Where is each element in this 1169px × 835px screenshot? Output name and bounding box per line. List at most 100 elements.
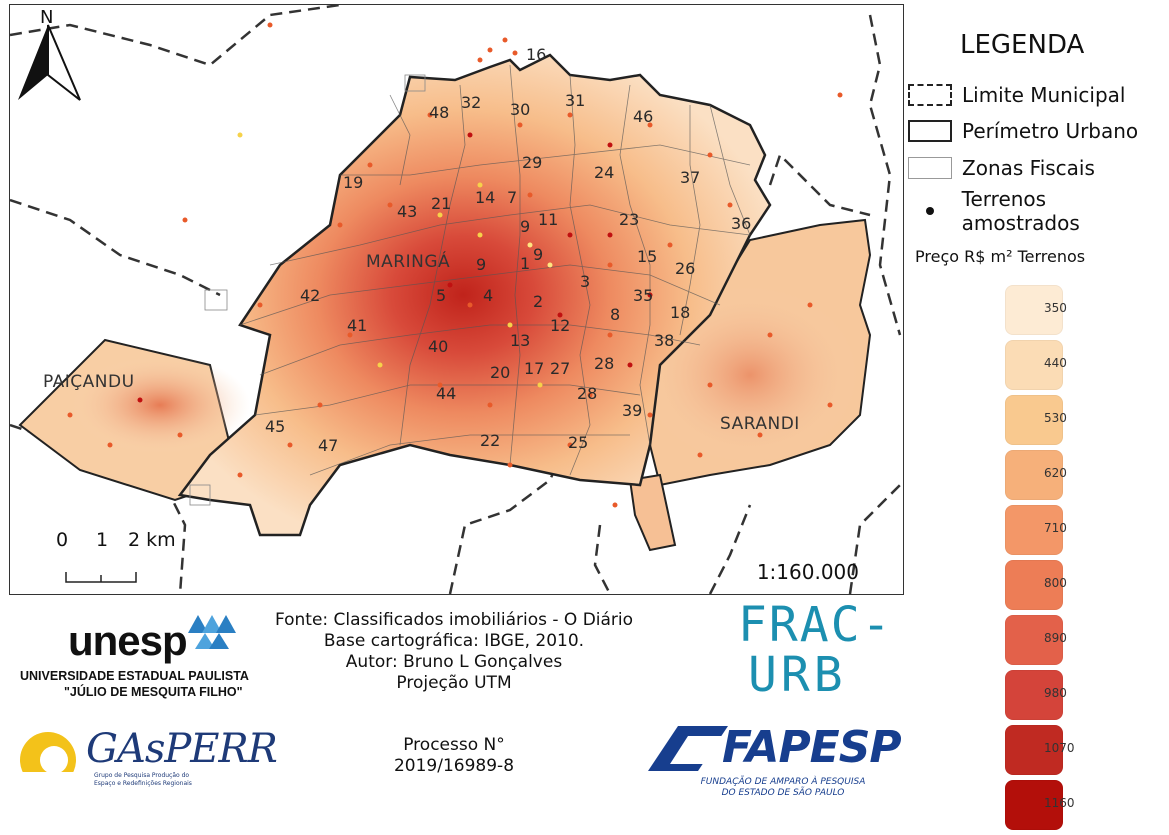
zone-label: 18: [670, 303, 690, 322]
gasperr-sun-icon: [14, 732, 94, 792]
city-label-sarandi: SARANDI: [720, 414, 800, 434]
legend-label: Perímetro Urbano: [962, 119, 1139, 143]
map-frame[interactable]: 16 32 30 31 48 46 29 24 37 19 21 14 7 43…: [9, 4, 904, 595]
maringa-urban-perimeter: [177, 53, 772, 537]
zone-label: 24: [594, 163, 614, 182]
ramp-value: 800: [1044, 576, 1067, 590]
zone-label: 12: [550, 316, 570, 335]
zone-label: 31: [565, 91, 585, 110]
zone-label: 21: [431, 194, 451, 213]
zone-label: 29: [522, 153, 542, 172]
gasperr-logo: GAsPERR Grupo de Pesquisa Produção do Es…: [14, 722, 278, 792]
ramp-value: 710: [1044, 521, 1067, 535]
municipal-boundaries: [10, 5, 902, 594]
zone-label: 9: [520, 217, 530, 236]
zone-label: 23: [619, 210, 639, 229]
zone-label: 36: [731, 214, 751, 233]
scale-label-0: 0: [56, 529, 69, 551]
ramp-value: 1160: [1044, 796, 1075, 810]
legend-item-urban-perimeter: Perímetro Urbano: [908, 118, 1138, 144]
north-arrow-icon: N: [18, 7, 81, 101]
process-value: 2019/16989-8: [393, 756, 515, 776]
legend-title: LEGENDA: [960, 30, 1085, 60]
zone-label: 28: [577, 384, 597, 403]
zone-label: 30: [510, 100, 530, 119]
ramp-value: 620: [1044, 466, 1067, 480]
scale-ratio: 1:160.000: [756, 560, 859, 584]
credit-base: Base cartográfica: IBGE, 2010.: [323, 631, 585, 651]
zone-label: 28: [594, 354, 614, 373]
legend-item-sampled-lots: Terrenos amostrados: [908, 187, 1169, 235]
zone-label: 8: [610, 305, 620, 324]
legend-item-municipal-limit: Limite Municipal: [908, 82, 1125, 108]
ramp-title: Preço R$ m² Terrenos: [915, 247, 1086, 266]
zone-label: 44: [436, 384, 456, 403]
zone-label: 40: [428, 337, 448, 356]
zone-label: 15: [637, 247, 657, 266]
zone-label: 1: [520, 254, 530, 273]
zone-label: 48: [429, 103, 449, 122]
zone-label: 42: [300, 286, 320, 305]
zone-label: 7: [507, 188, 517, 207]
fracurb-logo: FRAC- URB: [738, 597, 893, 703]
zone-label: 27: [550, 359, 570, 378]
dashed-box-icon: [908, 84, 952, 106]
legend-label: Zonas Fiscais: [962, 156, 1095, 180]
ramp-swatch: 800: [1005, 560, 1067, 610]
zone-label: 14: [475, 188, 495, 207]
zone-label: 13: [510, 331, 530, 350]
ramp-swatch: 440: [1005, 340, 1067, 390]
zone-label: 9: [476, 255, 486, 274]
ramp-swatch: 710: [1005, 505, 1067, 555]
zone-label: 45: [265, 417, 285, 436]
scale-label-1: 1: [96, 529, 109, 551]
zone-label: 20: [490, 363, 510, 382]
zone-labels: 16 32 30 31 48 46 29 24 37 19 21 14 7 43…: [265, 45, 751, 455]
ramp-swatch: 1070: [1005, 725, 1075, 775]
ramp-swatch: 980: [1005, 670, 1067, 720]
fapesp-flag-icon: [648, 726, 728, 771]
ramp-value: 1070: [1044, 741, 1075, 755]
zone-label: 35: [633, 286, 653, 305]
ramp-value: 980: [1044, 686, 1067, 700]
zone-label: 5: [436, 286, 446, 305]
sample-points: [67, 22, 843, 508]
legend-label: Terrenos amostrados: [961, 187, 1080, 235]
zone-label: 17: [524, 359, 544, 378]
dot-icon: [908, 200, 952, 222]
credit-source: Fonte: Classificados imobiliários - O Di…: [274, 610, 634, 630]
zone-label: 11: [538, 210, 558, 229]
zone-label: 41: [347, 316, 367, 335]
city-label-maringa: MARINGÁ: [366, 250, 450, 272]
credit-projection: Projeção UTM: [396, 673, 512, 693]
zone-label: 32: [461, 93, 481, 112]
zone-label: 26: [675, 259, 695, 278]
city-label-paicandu: PAIÇANDU: [43, 372, 135, 392]
scale-label-2: 2 km: [128, 529, 176, 551]
fiscal-zones: [239, 64, 751, 476]
thin-box-icon: [908, 157, 952, 179]
zone-label: 22: [480, 431, 500, 450]
zone-label: 16: [526, 45, 546, 64]
legend-item-fiscal-zones: Zonas Fiscais: [908, 155, 1095, 181]
unesp-logo: unesp UNIVERSIDADE ESTADUAL PAULISTA "JÚ…: [20, 615, 249, 699]
ramp-value: 890: [1044, 631, 1067, 645]
zone-label: 3: [580, 272, 590, 291]
zone-label: 46: [633, 107, 653, 126]
zone-label: 4: [483, 286, 493, 305]
zone-label: 43: [397, 202, 417, 221]
zone-label: 19: [343, 173, 363, 192]
zone-label: 38: [654, 331, 674, 350]
process-label: Processo N°: [403, 735, 505, 755]
map-canvas: 16 32 30 31 48 46 29 24 37 19 21 14 7 43…: [10, 5, 902, 594]
zone-label: 39: [622, 401, 642, 420]
ramp-swatch: 1160: [1005, 780, 1075, 830]
ramp-swatch: 350: [1005, 285, 1067, 335]
credits-block: Fonte: Classificados imobiliários - O Di…: [264, 610, 644, 694]
ramp-swatch: 620: [1005, 450, 1067, 500]
ramp-value: 350: [1044, 301, 1067, 315]
zone-label: 25: [568, 433, 588, 452]
ramp-swatch: 890: [1005, 615, 1067, 665]
zone-label: 47: [318, 436, 338, 455]
